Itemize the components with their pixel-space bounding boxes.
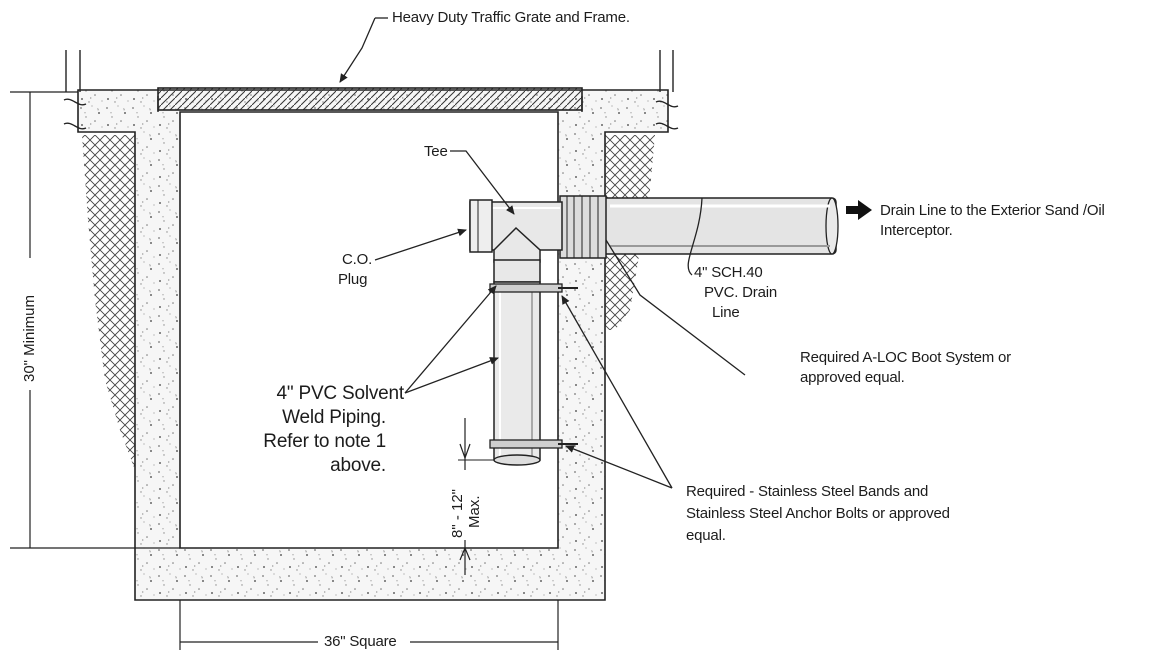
upper-band: [489, 283, 563, 293]
width-dimension-label: 36" Square: [324, 633, 397, 650]
earth-left: [82, 135, 135, 470]
pvc-label-2: Weld Piping.: [282, 407, 386, 428]
boot-leader: [605, 239, 746, 376]
pvc-leader-1: [404, 285, 497, 394]
drain-label-1: Drain Line to the Exterior Sand /Oil: [880, 202, 1105, 219]
lower-band: [489, 439, 563, 449]
break-left: [63, 50, 87, 130]
pvc-label-1: 4" PVC Solvent: [276, 383, 404, 404]
sch-label-1: 4" SCH.40: [694, 264, 763, 281]
clearance-dimension-label-2: Max.: [466, 495, 483, 528]
bands-leader-1: [561, 295, 673, 489]
pvc-label-4: above.: [330, 455, 386, 476]
grate: [157, 87, 583, 111]
co-label-2: Plug: [338, 271, 368, 288]
bands-leader-2: [565, 445, 673, 489]
sch-leader: [687, 197, 703, 276]
clearance-dimension-label-1: 8" - 12": [449, 488, 466, 538]
co-label-1: C.O.: [342, 251, 373, 268]
flow-arrow: [846, 200, 872, 220]
sch-label-2: PVC. Drain: [704, 284, 778, 301]
depth-dimension-label: 30" Minimum: [21, 294, 38, 382]
grate-label: Heavy Duty Traffic Grate and Frame.: [392, 9, 630, 26]
pipe-bottom: [493, 454, 541, 466]
drain-label-2: Interceptor.: [880, 222, 953, 239]
tee-leader: [450, 150, 515, 215]
bands-label-1: Required - Stainless Steel Bands and: [686, 483, 929, 500]
pvc-leader-2: [404, 357, 499, 394]
drain-pipe-end: [825, 197, 839, 255]
boot-label-2: approved equal.: [800, 369, 905, 386]
bands-label-3: equal.: [686, 527, 726, 544]
grate-leader: [339, 17, 376, 83]
bands-label-2: Stainless Steel Anchor Bolts or approved: [686, 505, 950, 522]
boot-label-1: Required A-LOC Boot System or: [800, 349, 1011, 366]
break-right: [655, 50, 679, 130]
sch-label-3: Line: [712, 304, 740, 321]
pvc-label-3: Refer to note 1: [263, 431, 386, 452]
tee-label: Tee: [424, 143, 448, 160]
co-leader: [374, 228, 467, 261]
basin-interior: [179, 111, 559, 549]
co-plug: [469, 199, 493, 253]
